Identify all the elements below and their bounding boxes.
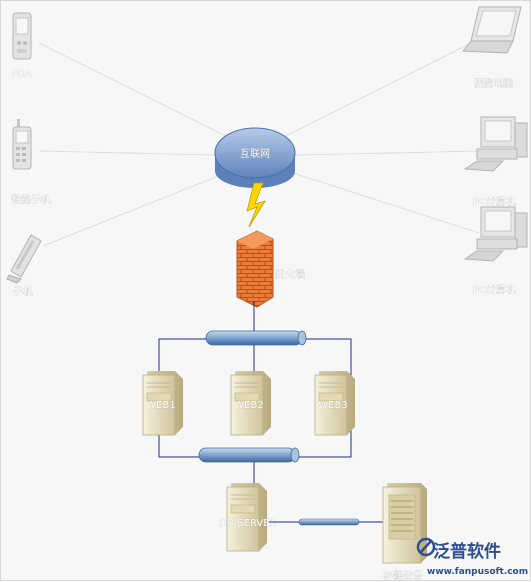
storage-link — [269, 518, 385, 526]
brand-logo-icon — [416, 537, 436, 557]
top-bus-pipe — [205, 330, 307, 346]
storage-label: 存储设备 — [383, 569, 423, 582]
pc-1-label: PC计算机 — [473, 195, 516, 208]
brand-name: 泛普软件 — [433, 541, 501, 562]
bottom-bus-pipe — [198, 447, 300, 463]
web-server-1-label: WEB1 — [146, 400, 175, 411]
web-server-3-label: WEB3 — [318, 400, 347, 411]
smartphone-device: 智能手机 — [11, 119, 51, 206]
web-server-1: WEB1 — [142, 371, 183, 436]
web-server-2: WEB2 — [230, 371, 271, 436]
laptop-device: 便携电脑 — [461, 6, 522, 90]
smartphone-label: 智能手机 — [11, 193, 51, 206]
pda-label: PDA — [12, 69, 33, 80]
db-server: DB SERVER — [219, 483, 277, 552]
internet-node: 互联网 — [214, 127, 296, 188]
pda-device: PDA — [12, 12, 33, 80]
web-server-3: WEB3 — [314, 371, 355, 436]
db-server-label: DB SERVER — [220, 518, 277, 529]
storage-device: 存储设备 — [382, 483, 427, 582]
lightning-icon — [246, 182, 266, 228]
firewall-node: 防火墙 — [236, 230, 305, 308]
firewall-label: 防火墙 — [275, 268, 305, 281]
web-server-2-label: WEB2 — [234, 400, 263, 411]
pc-2-label: PC计算机 — [473, 283, 516, 296]
pc-device-1: PC计算机 — [463, 116, 528, 208]
internet-label: 互联网 — [240, 148, 270, 160]
brand-watermark: 泛普软件 www.fanpusoft.com — [416, 537, 528, 577]
brand-url: www.fanpusoft.com — [427, 567, 528, 577]
laptop-label: 便携电脑 — [473, 77, 513, 90]
pc-device-2: PC计算机 — [463, 206, 528, 296]
mobile-phone-label: 手机 — [13, 285, 33, 298]
mobile-phone-device: 手机 — [6, 234, 42, 298]
